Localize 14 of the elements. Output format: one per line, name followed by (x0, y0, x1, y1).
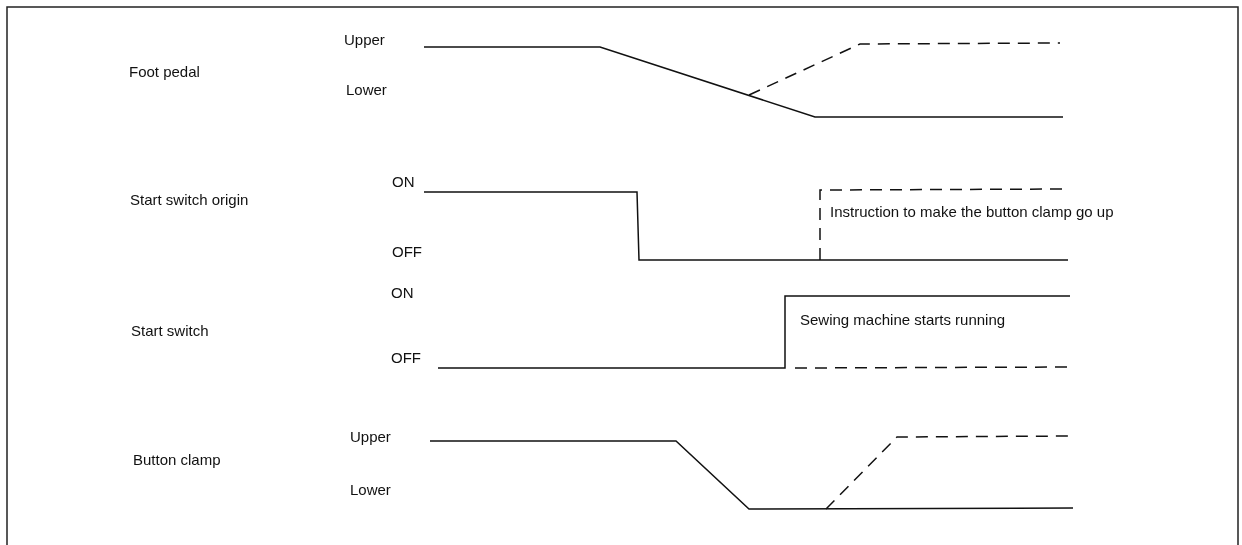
level-label: Lower (346, 81, 387, 99)
level-label: ON (392, 173, 415, 191)
signal-name: Button clamp (133, 451, 221, 469)
note-text: Sewing machine starts running (800, 311, 1006, 329)
level-label: OFF (391, 349, 421, 367)
level-label: Lower (350, 481, 391, 499)
signal-name: Start switch (131, 322, 209, 340)
level-label: OFF (392, 243, 422, 261)
signal-name: Foot pedal (129, 63, 200, 81)
signal-name: Start switch origin (130, 191, 249, 209)
level-label: ON (391, 284, 414, 302)
level-label: Upper (350, 428, 391, 446)
level-label: Upper (344, 31, 385, 49)
note-text: Instruction to make the button clamp go up (830, 203, 1114, 221)
